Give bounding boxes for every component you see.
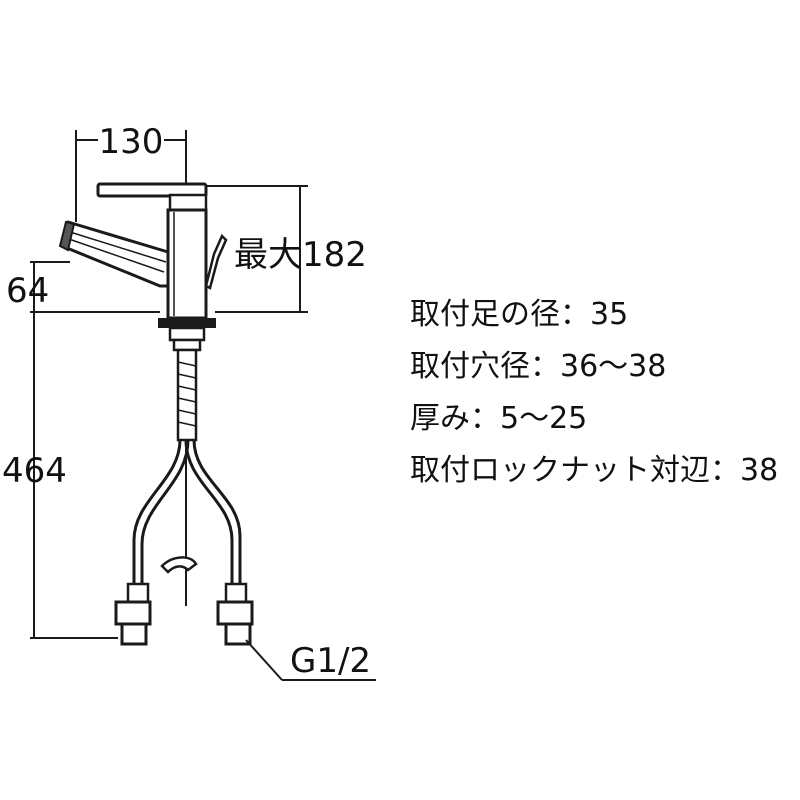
dimension-spout-height: 64	[6, 261, 160, 313]
right-nut	[216, 600, 254, 626]
dimension-spout-reach: 130	[75, 122, 187, 222]
right-hose	[184, 439, 234, 592]
max-height-label: 最大182	[234, 235, 367, 275]
thread-label: G1/2	[290, 641, 371, 681]
spout-reach-label: 130	[99, 122, 164, 162]
spec-locknut-width: 取付ロックナット対辺：38	[410, 453, 778, 488]
spec-foot-diameter: 取付足の径：35	[410, 297, 628, 332]
base-flange	[158, 318, 216, 328]
dimension-total-length: 464	[2, 312, 118, 639]
spec-list: 取付足の径：35 取付穴径：36～38 厚み：5～25 取付ロックナット対辺：3…	[410, 297, 778, 488]
spout-height-label: 64	[6, 271, 49, 311]
rod-clamp	[160, 556, 198, 574]
faucet-body	[58, 182, 228, 352]
lever-handle	[96, 182, 208, 198]
spec-hole-diameter: 取付穴径：36～38	[410, 349, 666, 384]
pull-rod	[204, 233, 228, 290]
total-length-label: 464	[2, 451, 67, 491]
thread-callout: G1/2	[245, 639, 376, 681]
left-hose	[132, 439, 182, 592]
spec-thickness: 厚み：5～25	[410, 401, 587, 436]
dimension-max-height: 最大182	[206, 185, 367, 313]
spout	[60, 220, 170, 288]
connection-nuts	[114, 582, 254, 646]
supply-hoses	[132, 348, 242, 606]
left-nut	[114, 600, 152, 626]
